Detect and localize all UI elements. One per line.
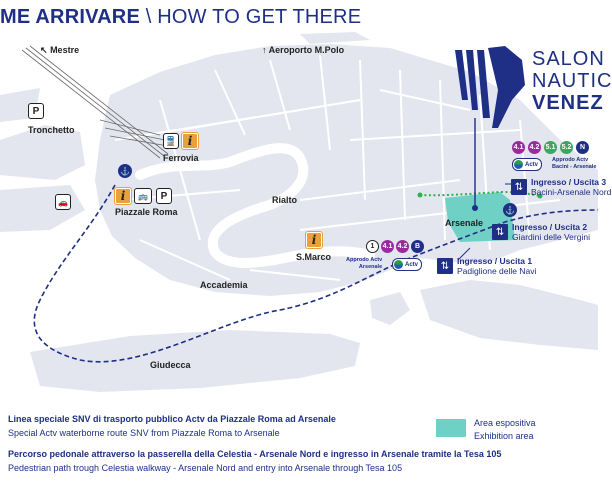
label-piazzale-roma: Piazzale Roma (115, 207, 178, 217)
car-park-icon: 🚗 (55, 194, 71, 210)
grand-canal (135, 143, 375, 268)
arsenale-pier-pin-icon: ⚓ (503, 203, 517, 217)
label-smarco: S.Marco (296, 252, 332, 262)
legend-walk-it: Percorso pedonale attraverso la passerel… (8, 449, 502, 459)
line-circle-top: 5.1 (544, 141, 557, 154)
line-circle-arsenale: 4.2 (396, 240, 409, 253)
venice-map (0, 32, 599, 392)
arrow-northwest-icon: ↖ (40, 45, 48, 55)
line-circle-top: 4.2 (528, 141, 541, 154)
title-separator: \ (139, 6, 158, 28)
line-circle-top: N (576, 141, 589, 154)
actv-badge-arsenale: Actv (392, 258, 423, 271)
label-rialto: Rialto (272, 195, 298, 205)
brand-line2: NAUTIC (532, 70, 612, 92)
label-arsenale: Arsenale (445, 218, 484, 228)
entry-exit-icon: ⇅ (511, 179, 527, 195)
title-italian: ME ARRIVARE (0, 6, 140, 28)
info-icon-smarco: i (305, 231, 323, 249)
tronchetto-island (0, 125, 85, 180)
line-circle-arsenale: 1 (366, 240, 379, 253)
parking-icon: P (28, 103, 44, 119)
line-circle-arsenale: 4.1 (381, 240, 394, 253)
brand-line3: VENEZ (532, 92, 604, 114)
actv-logo-icon (514, 160, 523, 169)
legend-route-en: Special Actv waterborne route SNV from P… (8, 428, 280, 438)
salone-nautico-logo-icon (455, 46, 525, 128)
legend-area-en: Exhibition area (474, 431, 534, 441)
title-english: HOW TO GET THERE (157, 6, 362, 28)
arrow-up-icon: ↑ (262, 45, 267, 55)
walking-path (419, 190, 541, 197)
label-ferrovia: Ferrovia (163, 153, 199, 163)
entry-exit-icon: ⇅ (492, 224, 508, 240)
line-circle-arsenale: B (411, 240, 424, 253)
label-giudecca: Giudecca (150, 360, 191, 370)
railway-bridge (21, 45, 169, 159)
brand-line1: SALON (532, 48, 605, 70)
legend-exhibition-swatch (436, 419, 466, 437)
actv-logo-icon (394, 260, 403, 269)
page-title: ME ARRIVARE \ HOW TO GET THERE (0, 6, 361, 29)
line-circle-top: 4.1 (512, 141, 525, 154)
info-icon-ferrovia: i (181, 132, 199, 150)
map-canvas: ME ARRIVARE \ HOW TO GET THERE SALON NAU… (0, 6, 611, 473)
train-icon: 🚆 (163, 133, 179, 149)
legend-area-it: Area espositiva (474, 418, 536, 428)
info-icon-piazzale-roma: i (114, 187, 132, 205)
label-tronchetto: Tronchetto (28, 125, 75, 135)
entry-exit-icon: ⇅ (437, 258, 453, 274)
line-circle-top: 5.2 (560, 141, 573, 154)
bus-icon: 🚌 (134, 188, 152, 204)
label-accademia: Accademia (200, 280, 248, 290)
legend-route-it: Linea speciale SNV di trasporto pubblico… (8, 414, 336, 424)
direction-mestre: ↖ Mestre (40, 45, 80, 55)
legend-walk-en: Pedestrian path trough Celestia walkway … (8, 463, 403, 473)
giudecca-island (30, 330, 360, 392)
direction-airport: ↑ Aeroporto M.Polo (262, 45, 345, 55)
pier-pin-icon: ⚓ (118, 164, 132, 178)
actv-badge-top: Actv (512, 158, 543, 171)
parking-icon-piazzale: P (156, 188, 172, 204)
